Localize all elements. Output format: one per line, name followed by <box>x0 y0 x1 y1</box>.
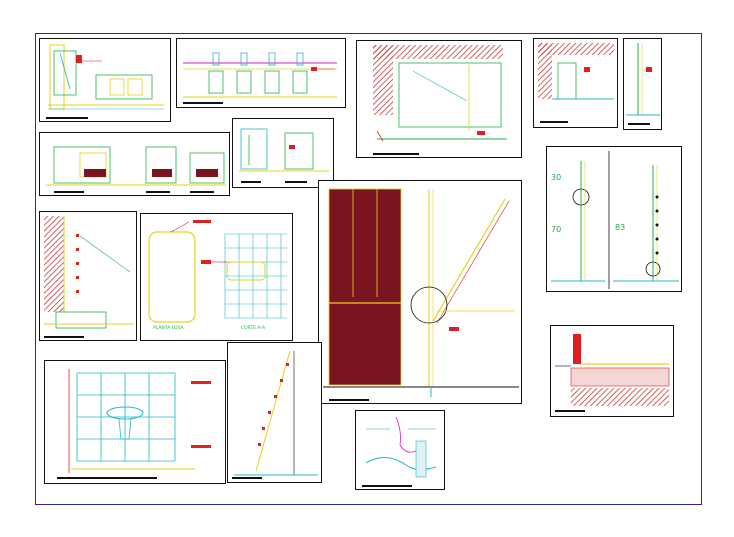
detail-drawing-5 <box>626 43 660 116</box>
detail-drawing-11 <box>551 151 679 289</box>
detail-panel-13 <box>44 360 226 484</box>
detail-panel-8 <box>318 180 522 404</box>
detail-panel-14 <box>227 342 322 483</box>
detail-panel-12 <box>550 325 674 417</box>
dim-70: 70 <box>551 225 562 234</box>
detail-drawing-14 <box>234 350 318 476</box>
detail-drawing-3 <box>373 45 507 142</box>
detail-drawing-7 <box>239 128 329 172</box>
detail-panel-9 <box>39 211 137 341</box>
detail-drawing-13 <box>68 369 211 473</box>
detail-panel-2 <box>176 38 346 108</box>
detail-panel-1 <box>39 38 171 122</box>
sheet-frame <box>35 33 702 505</box>
detail-panel-4 <box>533 38 618 128</box>
detail-drawing-12 <box>555 334 670 406</box>
detail-panel-6 <box>39 132 230 196</box>
detail-panel-11: 30 70 83 <box>546 146 682 292</box>
detail-drawing-15 <box>365 416 437 478</box>
label-planta-losa: PLANTA LOSA <box>153 326 184 331</box>
label-corte: CORTE A-A <box>241 326 266 331</box>
dim-83: 83 <box>615 223 626 232</box>
detail-panel-5 <box>623 38 662 130</box>
detail-drawing-1 <box>48 44 164 110</box>
detail-drawing-4 <box>538 43 614 100</box>
detail-panel-3 <box>356 40 522 158</box>
detail-panel-10: PLANTA LOSA CORTE A-A <box>140 213 293 341</box>
detail-panel-7 <box>232 118 334 188</box>
detail-drawing-9 <box>44 216 134 329</box>
detail-drawing-8 <box>323 188 519 397</box>
dim-30: 30 <box>551 173 562 182</box>
detail-drawing-10 <box>148 220 287 323</box>
detail-drawing-6 <box>46 146 226 186</box>
detail-drawing-2 <box>183 52 337 98</box>
detail-panel-15 <box>355 410 445 490</box>
